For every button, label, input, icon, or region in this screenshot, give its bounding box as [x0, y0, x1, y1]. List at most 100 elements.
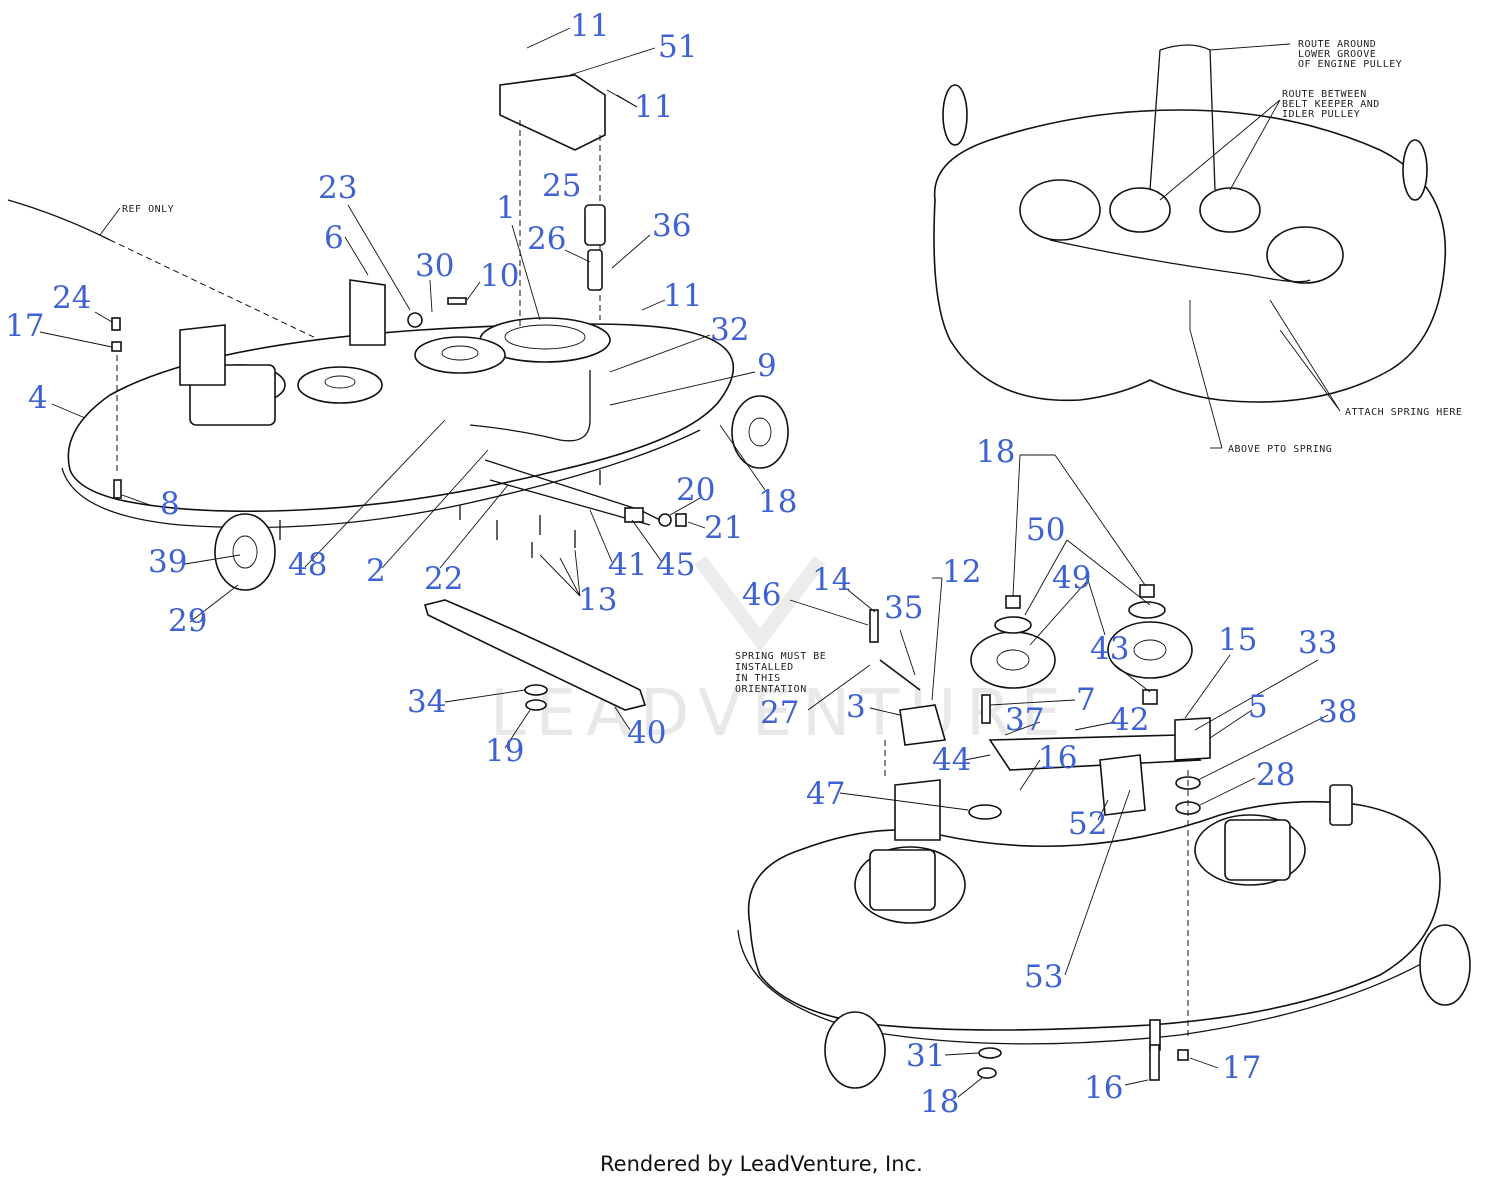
callout-label: 34	[407, 684, 446, 720]
callout-label: 13	[578, 582, 617, 618]
note-ref-only-line-1: REF ONLY	[122, 204, 174, 215]
callout-label: 30	[415, 248, 454, 284]
callout-label: 3	[846, 689, 866, 725]
callout-label: 28	[1256, 757, 1295, 793]
note-spring-orient: SPRING MUST BE INSTALLED IN THIS ORIENTA…	[735, 651, 826, 695]
callout-label: 31	[906, 1038, 945, 1074]
idler-arm-42	[988, 734, 1202, 771]
front-right-wheel	[731, 395, 789, 469]
callout-label: 48	[288, 547, 327, 583]
bracket-5	[1174, 717, 1211, 761]
callout-label: 39	[148, 544, 187, 580]
callout-label: 19	[485, 733, 524, 769]
front-right-wheel-lower	[1419, 924, 1471, 1006]
callout-label: 47	[806, 776, 845, 812]
mower-blade	[423, 599, 647, 711]
front-bracket-lower	[894, 779, 941, 841]
callout-label: 18	[976, 434, 1015, 470]
note-route-lower: ROUTE AROUND LOWER GROOVE OF ENGINE PULL…	[1298, 39, 1402, 70]
callout-label: 42	[1110, 702, 1149, 738]
callout-numbers: 11 51 11 25 1 23 26 36 6 30 10 11 24 17 …	[5, 8, 1357, 1120]
spacer-47	[968, 804, 1002, 820]
callout-label: 33	[1298, 625, 1337, 661]
callout-label: 12	[942, 554, 981, 590]
bushing-50a	[994, 616, 1032, 634]
nut-18a	[1005, 595, 1021, 609]
callout-label: 2	[366, 553, 386, 589]
callout-label: 15	[1218, 622, 1257, 658]
callout-label: 1	[496, 190, 516, 226]
svg-text:ABOVE PTO SPRING: ABOVE PTO SPRING	[1228, 444, 1332, 455]
blade-nut	[525, 699, 547, 711]
callout-label: 9	[757, 348, 777, 384]
left-spindle-cover-lower	[869, 849, 936, 911]
washer-31	[978, 1047, 1002, 1059]
bolt-7	[981, 694, 991, 724]
callout-label: 17	[5, 308, 44, 344]
idler-pulley-49b	[1107, 621, 1193, 679]
note-ref-only: REF ONLY	[99, 204, 174, 236]
watermark-logo	[694, 555, 826, 652]
deck-skirt	[61, 429, 701, 529]
callout-label: 18	[758, 484, 797, 520]
callout-label: 52	[1068, 806, 1107, 842]
callout-label: 22	[424, 561, 463, 597]
belt-routing-view	[933, 43, 1447, 449]
washer-23	[407, 312, 423, 328]
svg-text:INSTALLED: INSTALLED	[735, 662, 794, 673]
nut-18c	[977, 1067, 997, 1079]
deck-skirt-lower	[737, 929, 1446, 1045]
deck-shell	[67, 323, 735, 513]
leader-lines	[39, 27, 1329, 1098]
svg-text:ATTACH SPRING HERE: ATTACH SPRING HERE	[1345, 407, 1462, 418]
front-left-wheel-lower	[824, 1011, 886, 1089]
pto-shaft	[587, 249, 603, 291]
callout-label: 29	[168, 603, 207, 639]
callout-label: 10	[480, 258, 519, 294]
callout-label: 38	[1318, 694, 1357, 730]
callout-label: 40	[627, 715, 666, 751]
nut-17b	[1177, 1049, 1189, 1061]
callout-label: 21	[704, 510, 743, 546]
callout-label: 43	[1090, 631, 1129, 667]
callout-label: 6	[324, 220, 344, 256]
callout-label: 51	[658, 29, 697, 65]
cable-spring	[7, 199, 111, 241]
callout-label: 37	[1005, 702, 1044, 738]
svg-text:BELT KEEPER AND: BELT KEEPER AND	[1282, 99, 1380, 110]
pto-spring-lower	[1329, 784, 1353, 826]
belt-run	[1049, 239, 1311, 283]
callout-label: 16	[1084, 1070, 1123, 1106]
idler-pulley-top-1	[1109, 187, 1171, 233]
svg-text:IN THIS: IN THIS	[735, 673, 781, 684]
nut-18b	[1139, 584, 1155, 598]
idler-pulley-49a	[970, 631, 1056, 689]
callout-label: 4	[28, 380, 48, 416]
right-deck-assembly	[737, 584, 1471, 1089]
callout-label: 35	[884, 590, 923, 626]
spring-27	[879, 659, 921, 691]
svg-text:IDLER PULLEY: IDLER PULLEY	[1282, 109, 1360, 120]
nut-17	[111, 341, 122, 352]
idler-pulley	[414, 336, 506, 374]
front-bracket	[179, 324, 226, 386]
blade-washer	[524, 684, 548, 696]
callout-label: 50	[1026, 512, 1065, 548]
callout-label: 32	[710, 312, 749, 348]
callout-label: 17	[1222, 1050, 1261, 1086]
callout-label: 45	[656, 547, 695, 583]
callout-label: 49	[1052, 560, 1091, 596]
deck-skirt-ribs	[279, 470, 601, 540]
bolt-16b	[1149, 1044, 1160, 1081]
callout-label: 23	[318, 170, 357, 206]
svg-text:OF ENGINE PULLEY: OF ENGINE PULLEY	[1298, 59, 1402, 70]
callout-label: 53	[1024, 959, 1063, 995]
left-deck-assembly	[7, 74, 789, 711]
callout-label: 8	[160, 486, 180, 522]
bushing-50b	[1128, 601, 1166, 619]
callout-label: 25	[542, 168, 581, 204]
callout-label: 46	[742, 577, 781, 613]
bolt-8	[113, 479, 122, 499]
left-spindle-pulley	[297, 366, 383, 404]
